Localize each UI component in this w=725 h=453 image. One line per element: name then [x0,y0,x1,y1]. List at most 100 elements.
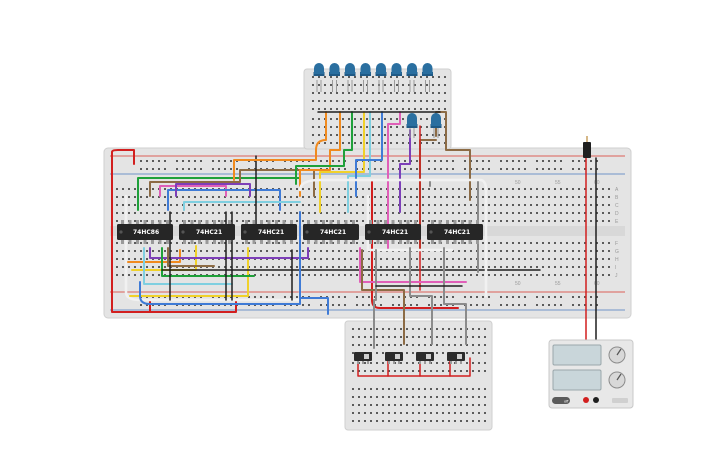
breadboard-hole [536,212,538,214]
wire-green-led[interactable] [295,111,353,185]
breadboard-hole [362,212,364,214]
rail-hole [260,296,262,298]
slide-switch-knob[interactable] [457,354,462,359]
switch-board-hole [448,420,450,422]
breadboard-hole [314,250,316,252]
led-5[interactable] [376,63,386,74]
wire-orange-led-2[interactable] [299,111,341,197]
breadboard-hole [524,204,526,206]
wire-orange-led[interactable] [233,111,327,181]
breadboard-hole [122,250,124,252]
chip-74hc86[interactable]: 74HC86 [117,224,173,240]
rail-hole [434,296,436,298]
wire-pink-led[interactable] [387,111,401,251]
breadboard-hole [164,242,166,244]
wire-purple-1[interactable] [175,183,251,197]
wire-gray-switch-1[interactable] [373,249,377,349]
wire-yellow-led[interactable] [319,111,365,213]
breadboard-hole [122,196,124,198]
rail-hole [434,168,436,170]
slide-switch-2[interactable] [385,352,403,361]
wire-red-left-top[interactable] [111,149,135,169]
breadboard-hole [146,266,148,268]
wire-brown-2[interactable] [167,247,215,267]
wire-white-3[interactable] [298,178,488,298]
wire-gray-switch-2[interactable] [409,247,433,345]
wire-pink-2[interactable] [359,247,467,283]
led-board-hole [312,134,314,136]
rail-hole [554,296,556,298]
led-8[interactable] [422,63,433,74]
led-4[interactable] [360,63,371,74]
extra-led-1[interactable] [407,113,417,126]
wire-brown-1[interactable] [149,169,315,197]
power-supply[interactable]: off [548,339,634,409]
negative-terminal[interactable] [593,397,599,403]
wire-cyan-led[interactable] [347,111,371,213]
wire-green-1[interactable] [137,177,301,211]
chip-pin [337,240,340,244]
wire-blue-3[interactable] [299,211,329,315]
wire-green-2[interactable] [161,247,255,277]
wire-white-2[interactable] [366,194,454,252]
switch-board-hole [388,328,390,330]
led-6[interactable] [391,63,402,74]
breadboard-hole [374,196,376,198]
led-3[interactable] [345,63,355,74]
slide-switch-knob[interactable] [395,354,400,359]
wire-blue-1[interactable] [167,189,281,211]
breadboard-hole [512,274,514,276]
wire-blue-2[interactable] [139,261,301,305]
led-2[interactable] [329,63,340,74]
breadboard-hole [272,266,274,268]
breadboard-hole [500,204,502,206]
led-board-hole [336,108,338,110]
rail-hole [158,160,160,162]
breadboard-hole [320,220,322,222]
breadboard-hole [170,212,172,214]
switch-board-hole [472,396,474,398]
wire-purple-2[interactable] [149,247,309,259]
slide-switch-4[interactable] [447,352,465,361]
positive-terminal[interactable] [583,397,589,403]
chips[interactable]: 74HC86 74HC21 74HC21 74HC21 74HC21 74HC2… [117,220,483,244]
slide-switch-1[interactable] [354,352,372,361]
power-button[interactable] [552,397,570,404]
wire-cyan-2[interactable] [143,247,233,285]
wire-gray-switch-3[interactable] [443,247,467,345]
wire-red-left-bottom[interactable] [111,167,237,313]
psu-probe[interactable] [583,136,591,158]
wire-cyan-1[interactable] [183,201,301,211]
wire-purple-led[interactable] [399,129,411,213]
breadboard-hole [116,188,118,190]
rail-hole [512,296,514,298]
chip-74hc21-4[interactable]: 74HC21 [365,224,421,240]
slide-switch-knob[interactable] [364,354,369,359]
slide-switch-knob[interactable] [426,354,431,359]
slide-switch-3[interactable] [416,352,434,361]
led-board-hole [330,142,332,144]
breadboard-hole [500,220,502,222]
switch-board-hole [364,370,366,372]
leds[interactable] [313,63,442,138]
extra-led-2[interactable] [431,113,441,126]
chip-74hc21-3[interactable]: 74HC21 [303,224,359,240]
wire-orange-1[interactable] [127,249,181,263]
wire-blue-led[interactable] [355,111,383,197]
breadboard-hole [218,212,220,214]
breadboard-hole [116,242,118,244]
chip-74hc21-2[interactable]: 74HC21 [241,224,297,240]
chip-74hc21-1[interactable]: 74HC21 [179,224,235,240]
switch-board-hole [424,420,426,422]
chip-74hc21-5[interactable]: 74HC21 [427,224,483,240]
wire-brown-switch-1[interactable] [361,249,405,345]
led-7[interactable] [407,63,417,74]
wires[interactable] [111,111,597,401]
wire-red-switch-power[interactable] [357,357,471,377]
switch-board-hole [400,396,402,398]
led-1[interactable] [314,63,324,74]
slide-switches[interactable] [354,352,465,364]
breadboard-hole [572,196,574,198]
